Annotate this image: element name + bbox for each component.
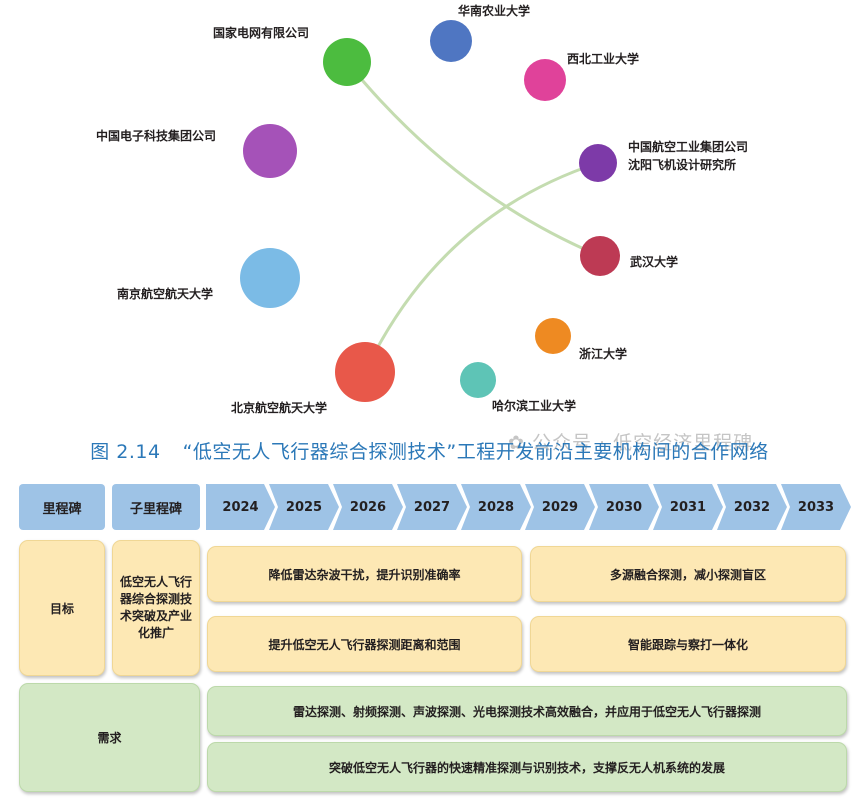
node-circle [524, 59, 566, 101]
node-label: 哈尔滨工业大学 [492, 398, 576, 413]
year-2026: 2026 [333, 484, 403, 530]
year-2027: 2027 [397, 484, 467, 530]
node-circle [430, 20, 472, 62]
year-2025: 2025 [269, 484, 339, 530]
need-item: 雷达探测、射频探测、声波探测、光电探测技术高效融合，并应用于低空无人飞行器探测 [207, 686, 847, 736]
node-label: 北京航空航天大学 [231, 400, 327, 415]
node-nwpu[interactable]: 西北工业大学 [524, 51, 639, 101]
node-label: 浙江大学 [579, 346, 627, 361]
node-scau[interactable]: 华南农业大学 [430, 3, 530, 62]
node-label: 武汉大学 [630, 254, 678, 269]
goal-item: 多源融合探测，减小探测盲区 [530, 546, 846, 602]
sub-milestone-header: 子里程碑 [112, 484, 200, 530]
year-2033: 2033 [781, 484, 851, 530]
milestone-header: 里程碑 [19, 484, 105, 530]
node-label: 西北工业大学 [567, 51, 639, 66]
wechat-icon: ✿ [508, 432, 532, 454]
node-circle [240, 248, 300, 308]
year-2030: 2030 [589, 484, 659, 530]
need-item: 突破低空无人飞行器的快速精准探测与识别技术，支撑反无人机系统的发展 [207, 742, 847, 792]
node-circle [335, 342, 395, 402]
year-2029: 2029 [525, 484, 595, 530]
figure-caption: 图 2.14 “低空无人飞行器综合探测技术”工程开发前沿主要机构间的合作网络 [0, 437, 859, 464]
sub-milestone-text: 低空无人飞行器综合探测技术突破及产业化推广 [119, 575, 192, 640]
link-buaa-avic [363, 161, 599, 373]
node-label: 南京航空航天大学 [117, 286, 213, 301]
node-sgcc[interactable]: 国家电网有限公司 [213, 25, 371, 86]
node-label: 国家电网有限公司 [213, 25, 309, 40]
goal-item: 提升低空无人飞行器探测距离和范围 [207, 616, 522, 672]
node-circle [243, 124, 297, 178]
node-circle [460, 362, 496, 398]
link-sgcc-whu [345, 61, 601, 258]
node-label: 中国航空工业集团公司 [628, 139, 748, 154]
node-zju[interactable]: 浙江大学 [535, 318, 627, 361]
node-avic[interactable]: 中国航空工业集团公司 沈阳飞机设计研究所 [579, 139, 748, 182]
node-label: 沈阳飞机设计研究所 [628, 157, 736, 172]
goal-item: 智能跟踪与察打一体化 [530, 616, 846, 672]
node-nuaa[interactable]: 南京航空航天大学 [117, 248, 300, 308]
watermark-text: 公众号 · 低空经济里程碑 [531, 432, 754, 454]
node-circle [580, 236, 620, 276]
goal-label: 目标 [19, 540, 105, 676]
sub-milestone-cell: 低空无人飞行器综合探测技术突破及产业化推广 [112, 540, 200, 676]
figure-number: 图 2.14 [90, 441, 161, 463]
node-hit[interactable]: 哈尔滨工业大学 [460, 362, 576, 413]
node-circle [323, 38, 371, 86]
node-buaa[interactable]: 北京航空航天大学 [231, 342, 395, 415]
node-circle [535, 318, 571, 354]
node-cetc[interactable]: 中国电子科技集团公司 [96, 124, 297, 178]
need-label: 需求 [19, 683, 200, 792]
collaboration-network: 国家电网有限公司 华南农业大学 西北工业大学 中国电子科技集团公司 中国航空工业… [96, 3, 748, 415]
year-2024: 2024 [206, 484, 275, 530]
watermark: ✿ 公众号 · 低空经济里程碑 [508, 428, 753, 455]
node-whu[interactable]: 武汉大学 [580, 236, 678, 276]
node-label: 华南农业大学 [458, 3, 530, 18]
figure-title: “低空无人飞行器综合探测技术”工程开发前沿主要机构间的合作网络 [182, 441, 769, 463]
year-2031: 2031 [653, 484, 723, 530]
year-2032: 2032 [717, 484, 787, 530]
year-2028: 2028 [461, 484, 531, 530]
node-label: 中国电子科技集团公司 [96, 128, 216, 143]
goal-item: 降低雷达杂波干扰，提升识别准确率 [207, 546, 522, 602]
node-circle [579, 144, 617, 182]
